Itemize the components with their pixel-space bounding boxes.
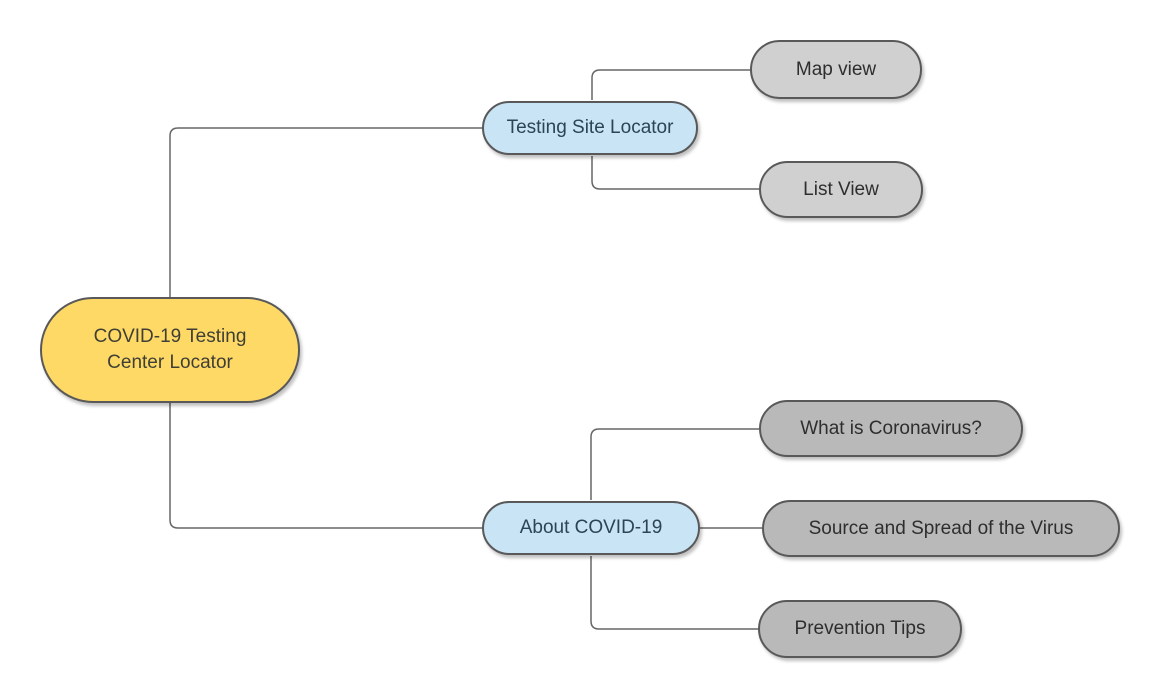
node-label: Source and Spread of the Virus <box>808 517 1074 539</box>
node-what-is-coronavirus[interactable]: What is Coronavirus? <box>759 400 1023 457</box>
node-label: Prevention Tips <box>794 618 926 640</box>
node-label: COVID-19 Testing Center Locator <box>93 326 247 373</box>
node-label: About COVID-19 <box>519 517 663 539</box>
node-list-view[interactable]: List View <box>759 161 923 218</box>
connector-about-to-prevention-tips <box>590 556 758 630</box>
node-label: What is Coronavirus? <box>800 417 982 439</box>
node-source-and-spread-of-the-virus[interactable]: Source and Spread of the Virus <box>762 500 1120 557</box>
connector-testing-to-map-view <box>591 69 750 100</box>
connector-about-to-what-is-coronavirus <box>590 428 759 500</box>
node-label: List View <box>803 178 879 200</box>
connector-root-to-about-covid <box>169 403 482 529</box>
node-map-view[interactable]: Map view <box>750 40 922 99</box>
node-prevention-tips[interactable]: Prevention Tips <box>758 600 962 658</box>
connector-root-to-testing-site-locator <box>169 127 482 297</box>
node-label: Map view <box>795 58 877 80</box>
node-about-covid-19[interactable]: About COVID-19 <box>482 501 700 555</box>
node-label: Testing Site Locator <box>506 117 674 139</box>
node-testing-site-locator[interactable]: Testing Site Locator <box>482 101 698 155</box>
node-covid-testing-center-locator[interactable]: COVID-19 Testing Center Locator <box>40 297 300 403</box>
connector-testing-to-list-view <box>591 156 759 190</box>
